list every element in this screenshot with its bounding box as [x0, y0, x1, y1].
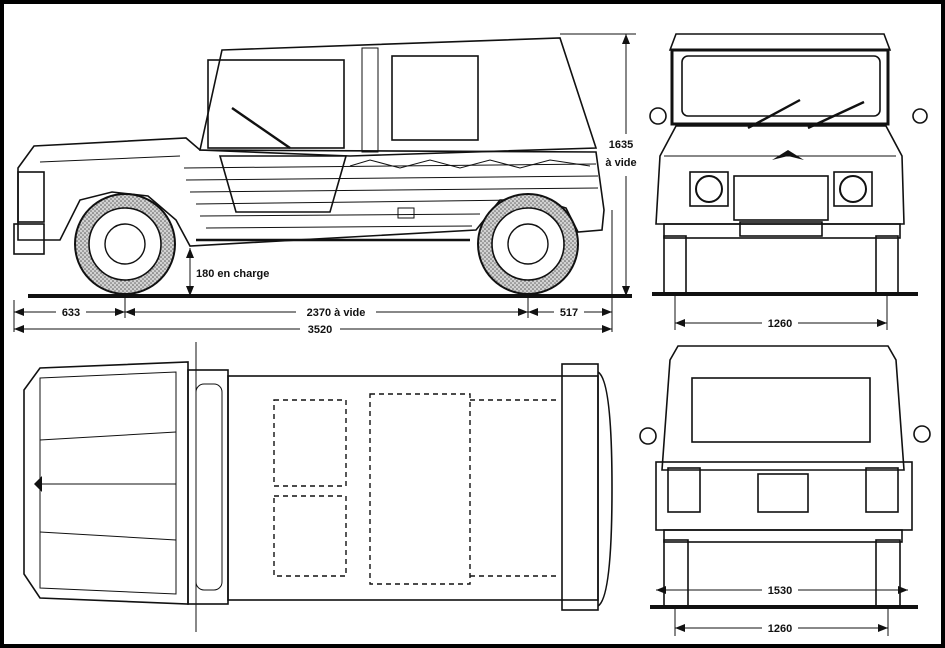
front-track-value: 1260 — [768, 318, 792, 330]
rear-lamp-right — [865, 467, 899, 513]
rear-window — [691, 377, 871, 443]
top-bonnet-panel — [39, 371, 177, 595]
top-chevron-logo — [34, 476, 42, 492]
front-overhang-value: 633 — [62, 307, 80, 319]
side-bonnet-line — [39, 155, 181, 163]
rear-tyre-right — [875, 539, 901, 608]
front-wiper-left — [747, 98, 801, 130]
wheelbase-value: 2370 à vide — [307, 307, 366, 319]
top-seat-front-left — [273, 399, 347, 487]
ground-clearance-value: 180 en charge — [196, 268, 269, 280]
front-view: 1260 — [649, 33, 928, 330]
side-rear-wheel — [477, 193, 579, 295]
rear-tyre-left — [663, 539, 689, 608]
height-note: à vide — [605, 157, 636, 169]
side-steering-wheel — [231, 107, 291, 149]
length-dimensions: 633 2370 à vide 517 3520 — [13, 210, 613, 336]
side-top-fasteners — [349, 159, 591, 169]
ground-clearance-dimension: 180 en charge — [186, 248, 269, 296]
rear-overhang-value: 517 — [560, 307, 578, 319]
rear-mirror-left — [639, 427, 657, 445]
front-headlight-left — [689, 171, 729, 207]
front-chevron-logo — [772, 150, 804, 160]
side-door — [218, 155, 348, 213]
rear-track-dimension: 1260 — [674, 607, 889, 636]
side-rear-window — [391, 55, 479, 141]
front-windscreen-frame — [670, 48, 890, 126]
side-front-wheel — [74, 193, 176, 295]
side-front-grille — [17, 171, 45, 223]
top-rear-bench — [369, 393, 471, 585]
top-seat-front-right — [273, 495, 347, 577]
front-tyre-left — [663, 235, 687, 295]
overall-width-dimension: 1530 — [656, 583, 908, 597]
side-fuel-cap — [397, 207, 415, 219]
rear-bumper — [663, 529, 903, 543]
front-bumper — [663, 223, 901, 239]
side-front-window — [207, 59, 345, 149]
top-soft-top — [227, 375, 599, 601]
rear-mirror-right — [913, 425, 931, 443]
front-grille — [733, 175, 829, 221]
front-track-dimension: 1260 — [674, 294, 888, 330]
top-rear-panel — [561, 363, 599, 611]
top-view — [23, 342, 613, 632]
front-number-plate — [739, 221, 823, 237]
front-soft-top — [668, 33, 892, 51]
front-body — [655, 125, 905, 225]
rear-lamp-left — [667, 467, 701, 513]
side-top-seam — [361, 47, 379, 153]
front-headlight-right — [833, 171, 873, 207]
rear-body — [655, 461, 913, 531]
front-mirror-left — [649, 107, 667, 125]
front-mirror-right — [912, 108, 928, 124]
height-value: 1635 — [609, 139, 633, 151]
side-front-bumper — [13, 223, 45, 255]
overall-width-value: 1530 — [768, 585, 792, 597]
front-windscreen — [681, 55, 881, 117]
top-rear-bumper — [597, 371, 613, 607]
overall-length-value: 3520 — [308, 324, 332, 336]
rear-soft-top — [661, 345, 905, 471]
rear-number-plate — [757, 473, 809, 513]
height-dimension: 1635 à vide — [560, 33, 638, 296]
top-bonnet — [23, 361, 189, 605]
front-tyre-right — [875, 235, 899, 295]
front-wiper-right — [807, 100, 865, 130]
side-body-ribs — [183, 163, 599, 229]
rear-view: 1530 1260 — [639, 345, 931, 636]
rear-track-value: 1260 — [768, 623, 792, 635]
side-view: 1635 à vide 180 en charge 633 2370 — [13, 33, 638, 336]
